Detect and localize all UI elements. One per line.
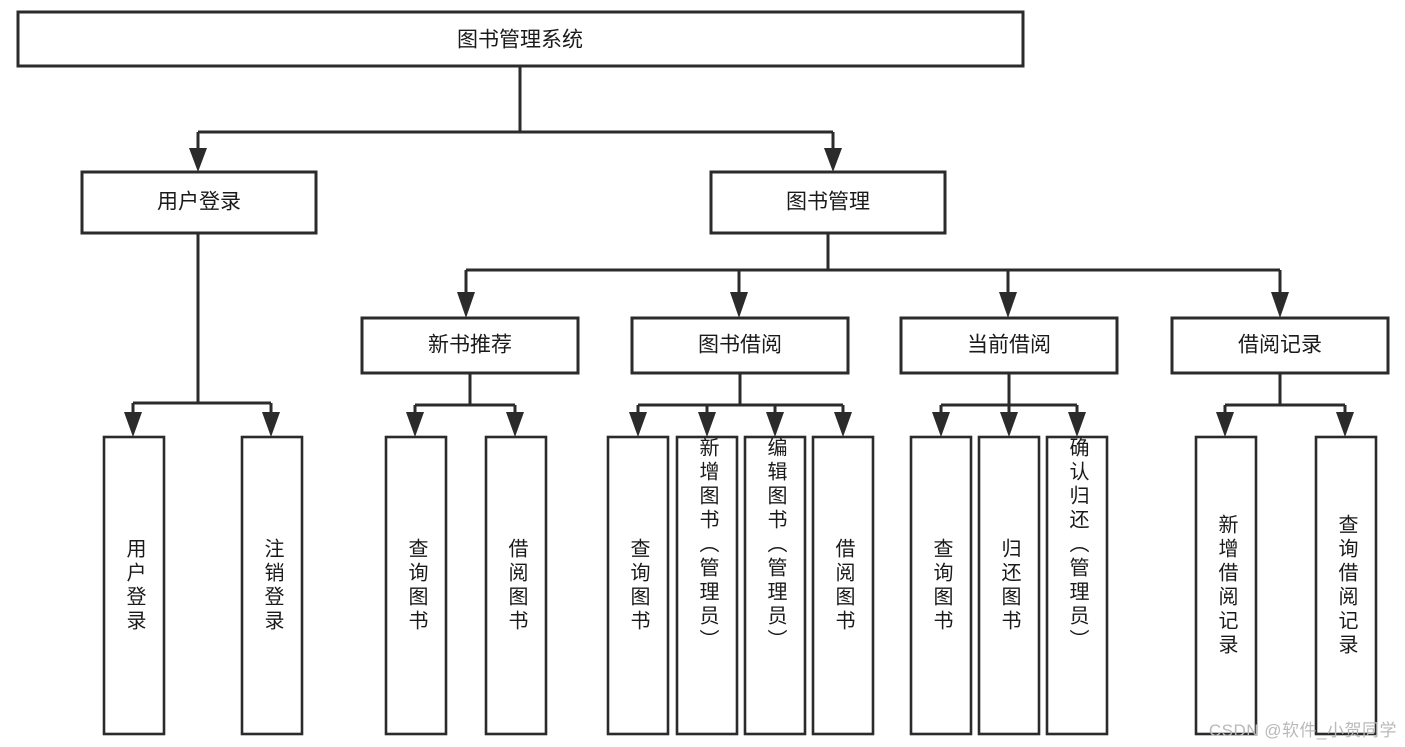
arrow-head-icon — [1336, 412, 1354, 437]
connectors-borrowrecord-to-leaves — [1216, 373, 1354, 437]
node-book-borrow[interactable]: 图书借阅 — [630, 316, 850, 375]
leaf-box[interactable] — [484, 435, 548, 736]
arrow-head-icon — [932, 412, 950, 437]
node-book-manage[interactable]: 图书管理 — [709, 170, 947, 235]
leaf-box[interactable] — [384, 435, 448, 736]
leaf-box[interactable] — [811, 435, 875, 736]
leaf-box[interactable] — [909, 435, 973, 736]
node-book-borrow-label: 图书借阅 — [698, 334, 782, 357]
node-new-book-rec[interactable]: 新书推荐 — [360, 316, 580, 375]
connectors-root-to-level2 — [189, 66, 842, 172]
arrow-head-icon — [1068, 412, 1086, 437]
arrow-head-icon — [457, 292, 475, 318]
connectors-currentborrow-to-leaves — [932, 373, 1086, 437]
arrow-head-icon — [730, 292, 748, 318]
leaf-box[interactable] — [240, 435, 304, 736]
watermark-text: CSDN @软件_小贺同学 — [1208, 721, 1397, 740]
arrow-head-icon — [999, 292, 1017, 318]
arrow-head-icon — [766, 412, 784, 437]
leaf-box[interactable] — [1194, 435, 1258, 736]
leaf-box[interactable] — [675, 435, 739, 736]
arrow-head-icon — [698, 412, 716, 437]
node-root[interactable]: 图书管理系统 — [16, 10, 1025, 68]
connectors-userlogin-to-leaves — [124, 233, 280, 437]
connectors-newbook-to-leaves — [406, 373, 524, 437]
node-root-label: 图书管理系统 — [457, 29, 583, 52]
node-user-login-label: 用户登录 — [157, 191, 241, 214]
arrow-head-icon — [506, 412, 524, 437]
leaf-box[interactable] — [1314, 435, 1378, 736]
leaf-boxes — [102, 435, 1378, 736]
connectors-bookborrow-to-leaves — [629, 373, 852, 437]
leaf-box[interactable] — [977, 435, 1041, 736]
arrow-head-icon — [834, 412, 852, 437]
node-borrow-record[interactable]: 借阅记录 — [1170, 316, 1390, 375]
node-book-manage-label: 图书管理 — [786, 191, 870, 214]
arrow-head-icon — [124, 412, 142, 437]
arrow-head-icon — [189, 148, 207, 172]
arrow-head-icon — [1271, 292, 1289, 318]
leaf-box[interactable] — [1045, 435, 1109, 736]
node-new-book-rec-label: 新书推荐 — [428, 334, 512, 357]
arrow-head-icon — [262, 412, 280, 437]
arrow-head-icon — [406, 412, 424, 437]
node-borrow-record-label: 借阅记录 — [1238, 334, 1322, 357]
leaf-box[interactable] — [102, 435, 166, 736]
arrow-head-icon — [1216, 412, 1234, 437]
arrow-head-icon — [629, 412, 647, 437]
leaf-box[interactable] — [743, 435, 807, 736]
node-current-borrow[interactable]: 当前借阅 — [899, 316, 1119, 375]
arrow-head-icon — [824, 148, 842, 172]
node-current-borrow-label: 当前借阅 — [967, 334, 1051, 357]
node-user-login[interactable]: 用户登录 — [80, 170, 318, 235]
connectors-bookmanage-to-level3 — [457, 233, 1289, 318]
leaf-box[interactable] — [606, 435, 670, 736]
arrow-head-icon — [1000, 412, 1018, 437]
